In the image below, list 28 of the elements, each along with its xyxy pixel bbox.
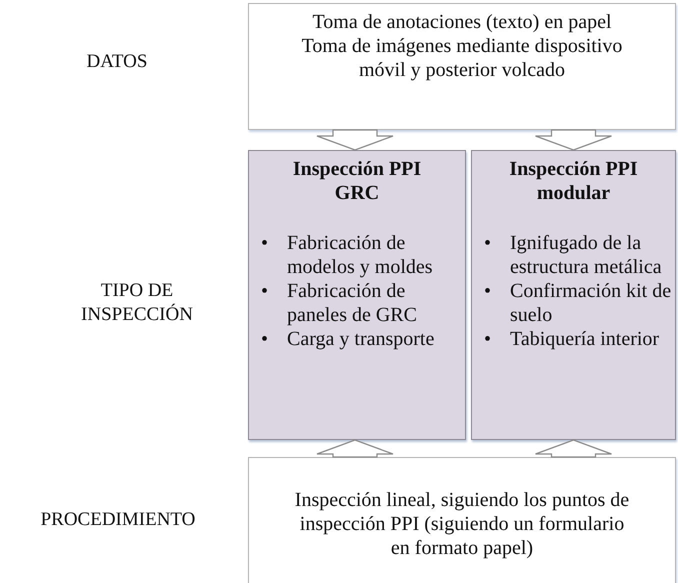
box-text: Inspección lineal, siguiendo los puntos de inspección PPI (siguiendo un formulario en formato papel) [294, 488, 630, 560]
bullet-marker: • [484, 231, 492, 256]
bullet-marker: • [261, 231, 270, 256]
bullet-marker: • [261, 279, 270, 304]
box-text: Toma de anotaciones (texto) en papel [312, 10, 612, 34]
bullet-marker: • [484, 327, 492, 351]
box-text: Toma de imágenes mediante dispositivo móvil y posterior volcado [300, 34, 624, 82]
bullet-item: Confirmación kit de suelo [510, 279, 672, 327]
text-box [248, 3, 676, 130]
inspection-type-box [471, 150, 676, 440]
block-arrow [316, 129, 394, 151]
bullet-marker: • [484, 279, 492, 304]
box-heading: Inspección PPI GRC [292, 157, 422, 205]
bullet-item: Carga y transporte [287, 327, 436, 351]
block-arrow [534, 129, 612, 151]
bullet-item: Fabricación de modelos y moldes [287, 231, 434, 279]
inspection-type-box [248, 150, 466, 440]
row-label: DATOS [86, 50, 148, 74]
row-label: TIPO DE INSPECCIÓN [80, 279, 194, 327]
bullet-item: Ignifugado de la estructura metálica [510, 231, 663, 279]
box-heading: Inspección PPI modular [508, 157, 638, 205]
row-label: PROCEDIMIENTO [40, 508, 196, 532]
block-arrow [316, 439, 394, 458]
bullet-item: Tabiquería interior [510, 327, 660, 351]
block-arrow [534, 439, 612, 458]
bullet-item: Fabricación de paneles de GRC [287, 279, 418, 327]
text-box [248, 457, 676, 583]
bullet-marker: • [261, 327, 270, 351]
